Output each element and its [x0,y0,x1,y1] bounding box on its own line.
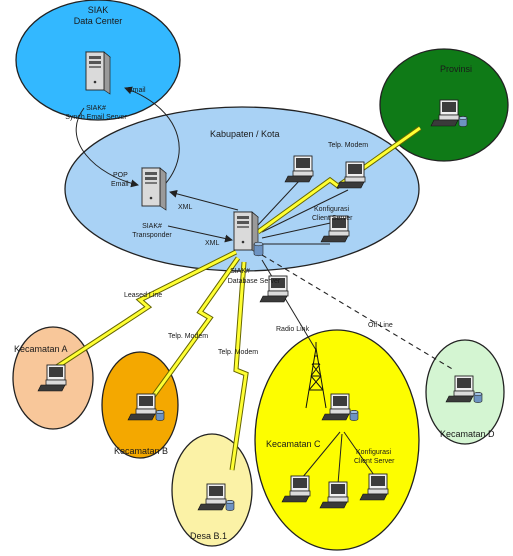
pop-label-2: Email [111,181,129,188]
database-cylinder-icon [253,241,264,257]
email-label: Email [128,87,146,94]
off-line-label: Off-Line [368,322,393,329]
email-arrow [124,86,180,194]
lan-line-3 [261,221,336,239]
kabupaten-title: Kabupaten / Kota [210,129,280,139]
radio-link-label: Radio Link [276,326,310,333]
pop-label-1: POP [113,172,128,179]
bolt-telp-b [149,256,241,400]
email-server-label-1: SIAK# [86,105,106,112]
desa-title: Desa B.1 [190,531,227,541]
data-center-title-2: Data Center [74,16,123,26]
kec-c-clients-label-1: Konfigurasi [356,449,391,456]
lan-line-1 [257,179,301,226]
kecamatan-d-title: Kecamatan D [440,429,495,439]
kecamatan-c-title: Kecamatan C [266,439,321,449]
kecamatan-b-title: Kecamatan B [114,446,168,456]
transponder-label-1: SIAK# [142,223,162,230]
xml-label-top: XML [178,204,193,211]
data-center-title-1: SIAK [88,5,109,15]
database-label-2: Database Server [228,278,281,285]
xml-arrow-top [169,189,239,211]
kab-clients-label-1: Konfigurasi [314,206,349,213]
transponder-server-icon [141,167,167,211]
provinsi-title: Provinsi [440,64,472,74]
transponder-label-2: Transponder [132,232,172,239]
database-label-1: SIAK# [230,268,250,275]
pop-email-arrow [75,107,139,188]
radio-tower-icon [305,342,327,409]
leased-line-label: Leased Line [124,292,162,299]
kec-c-lan-1 [301,431,341,479]
lan-line-2 [261,189,349,233]
telp-modem-b-label: Telp. Modem [168,333,208,340]
kec-c-clients-label-2: Client Server [354,458,395,465]
xml-label-bottom: XML [205,240,220,247]
email-server-label-2: Synch Email Server [65,114,127,121]
kec-c-lan-3 [343,431,377,479]
kec-c-lan-2 [337,433,343,485]
radio-link-line [261,259,317,351]
bolt-provinsi [256,125,422,235]
telp-modem-desa-label: Telp. Modem [218,349,258,356]
kecamatan-a-title: Kecamatan A [14,344,68,354]
bolt-telp-desa [229,261,249,471]
off-line-dashed [261,254,455,371]
kab-clients-label-2: Client Server [312,215,353,222]
bolt-leased-line [53,249,238,371]
xml-arrow-bottom [167,225,233,243]
telp-modem-provinsi-label: Telp. Modem [328,142,368,149]
email-server-icon [85,51,111,95]
